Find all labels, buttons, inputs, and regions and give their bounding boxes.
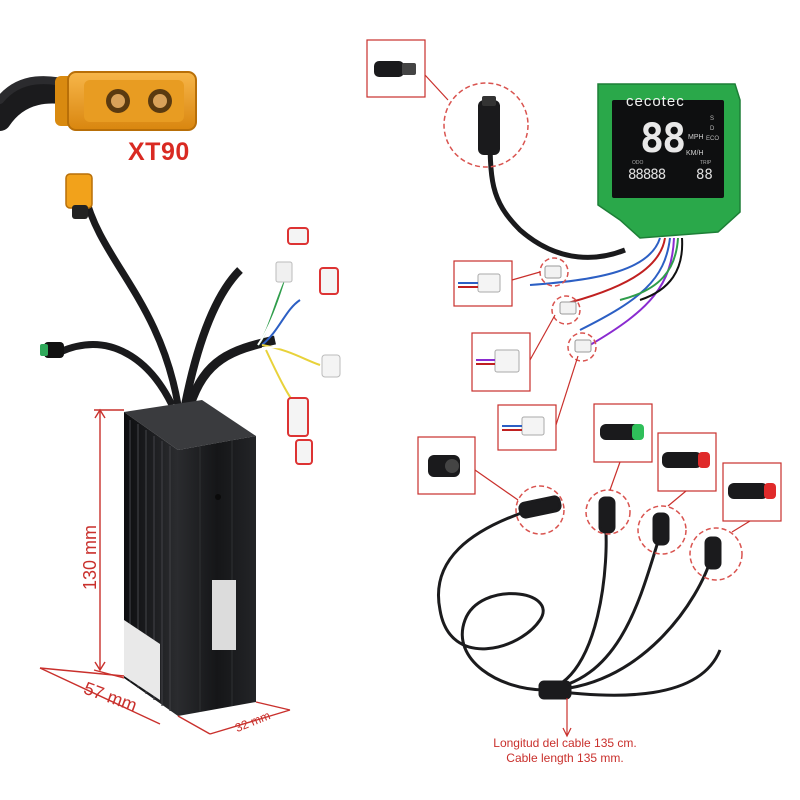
inset-top-connector (366, 39, 426, 98)
display-trip-label: TRIP (700, 160, 712, 166)
inset-harness-main-plug (417, 436, 476, 495)
xt90-connector-photo (0, 71, 197, 131)
dimension-lines (39, 408, 291, 735)
display-speed-digits: 88 (640, 116, 686, 162)
display-unit-photo (478, 83, 741, 353)
display-unit-kmh: KM/H (686, 150, 704, 157)
inset-white-connector-1 (453, 260, 513, 307)
callout-circles (443, 82, 743, 581)
height-dimension-label: 130 mm (80, 524, 100, 590)
display-mode-d: D (710, 126, 715, 132)
inset-white-connector-2 (471, 332, 531, 392)
display-unit-mph: MPH (688, 134, 704, 141)
inset-green-button-plug (593, 403, 653, 463)
display-mode-eco: ECO (706, 136, 720, 142)
callout-leaders (424, 74, 751, 738)
display-mode-s: S (710, 116, 715, 122)
inset-red-button-plug-1 (657, 432, 717, 492)
display-odo-label: ODO (632, 160, 644, 166)
display-brand: cecotec (626, 93, 685, 110)
cable-length-note: Longitud del cable 135 cm. Cable length … (440, 736, 690, 766)
inset-white-connector-3 (497, 404, 557, 451)
xt90-label: XT90 (128, 138, 190, 166)
inset-red-button-plug-2 (722, 462, 782, 522)
cable-harness-photo (437, 495, 722, 700)
cable-length-es: Longitud del cable 135 cm. (493, 736, 637, 750)
display-odo-digits: 88888 (628, 167, 666, 183)
controller-photo (40, 173, 341, 716)
display-trip-digits: 88 (696, 167, 713, 183)
cable-length-en: Cable length 135 mm. (506, 751, 624, 765)
